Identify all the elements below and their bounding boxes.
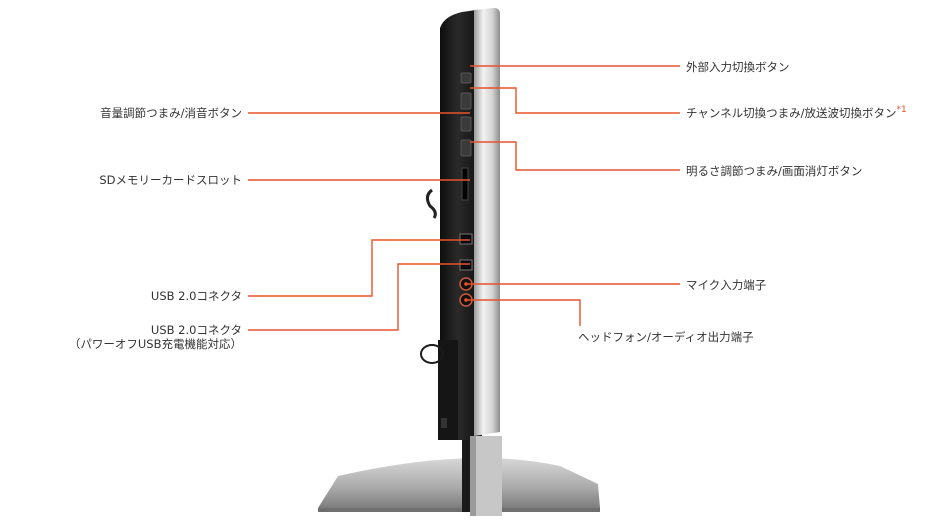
- label-usb-connector-2-note: （パワーオフUSB充電機能対応）: [68, 337, 242, 351]
- stand-base-edge: [318, 508, 600, 512]
- label-channel-knob-text: チャンネル切換つまみ/放送波切換ボタン: [686, 106, 897, 120]
- sd-card-slot[interactable]: [461, 167, 469, 201]
- label-usb-connector-2: USB 2.0コネクタ: [150, 323, 242, 337]
- volume-knob[interactable]: [460, 116, 472, 132]
- label-volume-knob: 音量調節つまみ/消音ボタン: [100, 106, 242, 120]
- leader-dots: [464, 282, 468, 302]
- brightness-knob[interactable]: [460, 139, 472, 157]
- monitor-body-lower: [438, 340, 458, 440]
- label-sd-slot: SDメモリーカードスロット: [99, 173, 242, 187]
- leader-usb: [248, 239, 470, 297]
- cable-loop-top: [425, 188, 437, 219]
- leader-channel: [470, 87, 680, 114]
- monitor-bezel: [474, 8, 500, 436]
- label-channel-knob: チャンネル切換つまみ/放送波切換ボタン*1: [686, 105, 907, 120]
- label-brightness-knob: 明るさ調節つまみ/画面消灯ボタン: [686, 164, 863, 178]
- kensington-slot: [441, 418, 447, 428]
- usb-port-charging[interactable]: [459, 259, 473, 271]
- footnote-mark: *1: [896, 105, 907, 115]
- leader-lines: [248, 65, 680, 331]
- stand-base: [318, 458, 600, 508]
- usb-port[interactable]: [459, 233, 473, 245]
- leader-usb-charging: [248, 263, 470, 331]
- leader-brightness: [470, 141, 680, 171]
- label-external-input-button: 外部入力切換ボタン: [686, 60, 790, 74]
- cable-loop-lower: [420, 344, 444, 364]
- label-usb-connector: USB 2.0コネクタ: [150, 289, 242, 303]
- label-headphone-jack: ヘッドフォン/オーディオ出力端子: [578, 330, 754, 344]
- input-button[interactable]: [460, 72, 472, 84]
- leader-headphone: [466, 299, 581, 326]
- label-mic-jack: マイク入力端子: [686, 278, 767, 292]
- channel-knob[interactable]: [460, 92, 472, 110]
- bezel-base-shade: [470, 436, 476, 516]
